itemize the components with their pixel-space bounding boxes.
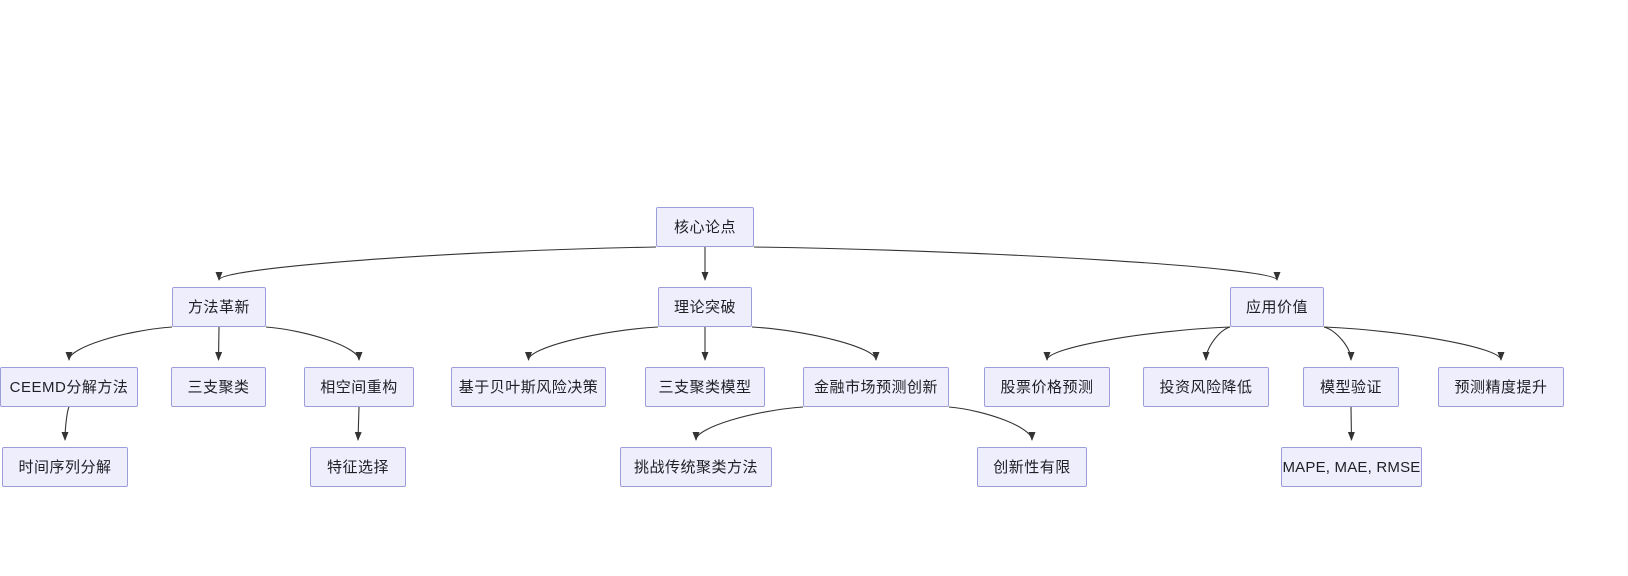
flowchart-node-label: 模型验证 (1319, 378, 1382, 396)
flowchart-edge (1202, 326, 1231, 361)
flowchart-edge (948, 406, 1036, 441)
flowchart-edge (61, 406, 70, 441)
flowchart-node-label: 理论突破 (673, 298, 736, 316)
flowchart-edge (1043, 326, 1231, 361)
flowchart-edge (525, 326, 659, 361)
flowchart-node-label: 基于贝叶斯风险决策 (458, 378, 599, 396)
flowchart-node[interactable]: 基于贝叶斯风险决策 (451, 367, 606, 407)
flowchart-node-label: 时间序列分解 (18, 458, 112, 476)
flowchart-node-label: 三支聚类 (187, 378, 250, 396)
flowchart-edge (1323, 326, 1505, 361)
flowchart-node-label: 预测精度提升 (1454, 378, 1548, 396)
flowchart-node[interactable]: 特征选择 (310, 447, 406, 487)
flowchart-node[interactable]: 预测精度提升 (1438, 367, 1564, 407)
flowchart-node-label: 应用价值 (1245, 298, 1308, 316)
flowchart-node[interactable]: 三支聚类 (171, 367, 266, 407)
flowchart-node-label: MAPE, MAE, RMSE (1282, 458, 1421, 476)
flowchart-edge (354, 406, 362, 441)
flowchart-node-label: 挑战传统聚类方法 (633, 458, 758, 476)
flowchart-edge (65, 326, 173, 361)
flowchart-edge (692, 406, 804, 441)
flowchart-node[interactable]: 三支聚类模型 (645, 367, 765, 407)
flowchart-node[interactable]: 方法革新 (172, 287, 266, 327)
flowchart-node-label: 创新性有限 (993, 458, 1071, 476)
flowchart-node-label: 三支聚类模型 (658, 378, 752, 396)
flowchart-edge (753, 246, 1281, 281)
flowchart-node[interactable]: 金融市场预测创新 (803, 367, 949, 407)
flowchart-node-label: 股票价格预测 (1000, 378, 1094, 396)
flowchart-edge (751, 326, 880, 361)
flowchart-node[interactable]: 时间序列分解 (2, 447, 128, 487)
flowchart-node[interactable]: 核心论点 (656, 207, 754, 247)
flowchart-node-label: 金融市场预测创新 (813, 378, 938, 396)
flowchart-node[interactable]: 挑战传统聚类方法 (620, 447, 772, 487)
flowchart-edge (1323, 326, 1355, 361)
flowchart-node-label: 方法革新 (187, 298, 250, 316)
flowchart-node[interactable]: 相空间重构 (304, 367, 414, 407)
flowchart-node[interactable]: 投资风险降低 (1143, 367, 1269, 407)
flowchart-node[interactable]: MAPE, MAE, RMSE (1281, 447, 1422, 487)
flowchart-node-label: 相空间重构 (320, 378, 398, 396)
flowchart-node-label: 特征选择 (326, 458, 389, 476)
flowchart-node-label: 核心论点 (673, 218, 736, 236)
flowchart-node[interactable]: 应用价值 (1230, 287, 1324, 327)
flowchart-edge (215, 246, 657, 281)
flowchart-edge (265, 326, 363, 361)
flowchart-node[interactable]: 模型验证 (1303, 367, 1399, 407)
flowchart-edge (1347, 406, 1355, 441)
flowchart-node-label: 投资风险降低 (1159, 378, 1253, 396)
flowchart-node[interactable]: 股票价格预测 (984, 367, 1110, 407)
flowchart-node[interactable]: 理论突破 (658, 287, 752, 327)
flowchart-edge (215, 326, 223, 361)
flowchart-node[interactable]: 创新性有限 (977, 447, 1087, 487)
flowchart-node-label: CEEMD分解方法 (9, 378, 129, 396)
flowchart-node[interactable]: CEEMD分解方法 (0, 367, 138, 407)
